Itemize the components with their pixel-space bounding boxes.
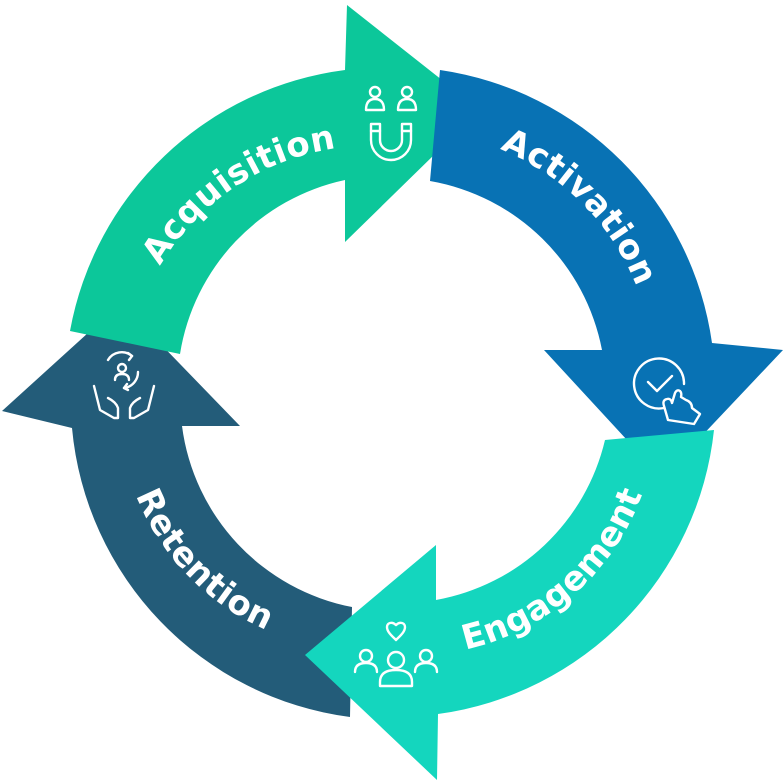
stage-retention bbox=[2, 303, 352, 717]
activation-arrow bbox=[430, 70, 783, 478]
stage-engagement bbox=[305, 430, 714, 780]
stage-activation bbox=[430, 70, 783, 478]
hands-cycle-person-icon bbox=[92, 351, 156, 420]
magnet-people-icon bbox=[364, 85, 418, 162]
stage-acquisition bbox=[70, 5, 480, 354]
touch-check-icon bbox=[632, 357, 702, 426]
retention-arrow bbox=[2, 303, 352, 717]
group-heart-icon bbox=[353, 621, 439, 688]
engagement-arrow bbox=[305, 430, 714, 780]
acquisition-arrow bbox=[70, 5, 480, 354]
